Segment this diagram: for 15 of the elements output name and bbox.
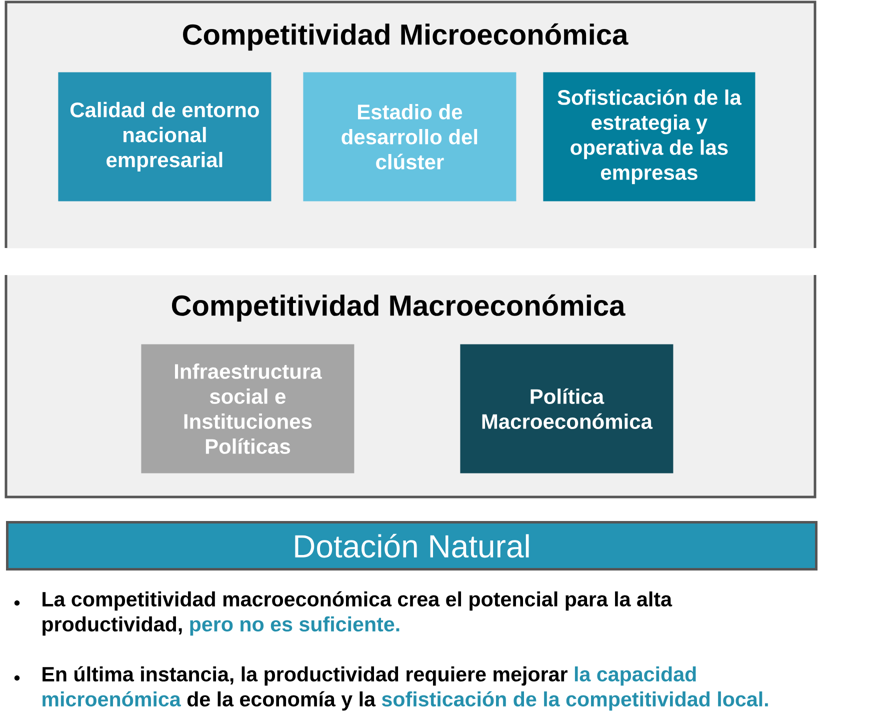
panel-title: Competitividad Macroeconómica xyxy=(172,294,626,322)
bullet-text: En última instancia, la productividad requiere mejorar la capacidad microenómica de la economía y la sofisticación de la competitividad local. xyxy=(42,666,768,711)
banner: Dotación Natural xyxy=(6,521,818,570)
text-box: Sofisticación de la estrategia y operativa de las empresas xyxy=(543,72,756,202)
label: microenómica xyxy=(42,691,182,707)
text-box: Infraestructura social e Instituciones Políticas xyxy=(141,344,354,474)
label: de la economía y la xyxy=(187,691,376,711)
label: sofisticación de la competitividad local. xyxy=(382,691,768,711)
panel-title: Competitividad Microeconómica xyxy=(183,23,628,51)
text-box: Política Macroeconómica xyxy=(460,344,674,474)
bullet-text: La competitividad macroeconómica crea el potencial para la alta productividad, pero no es suficiente. xyxy=(42,591,672,636)
text-box: Calidad de entorno nacional empresarial xyxy=(58,72,272,202)
label: En última instancia, la productividad requiere mejorar xyxy=(42,666,568,686)
label: la capacidad xyxy=(574,666,696,686)
text-box: Estadio de desarrollo del clúster xyxy=(303,72,516,202)
